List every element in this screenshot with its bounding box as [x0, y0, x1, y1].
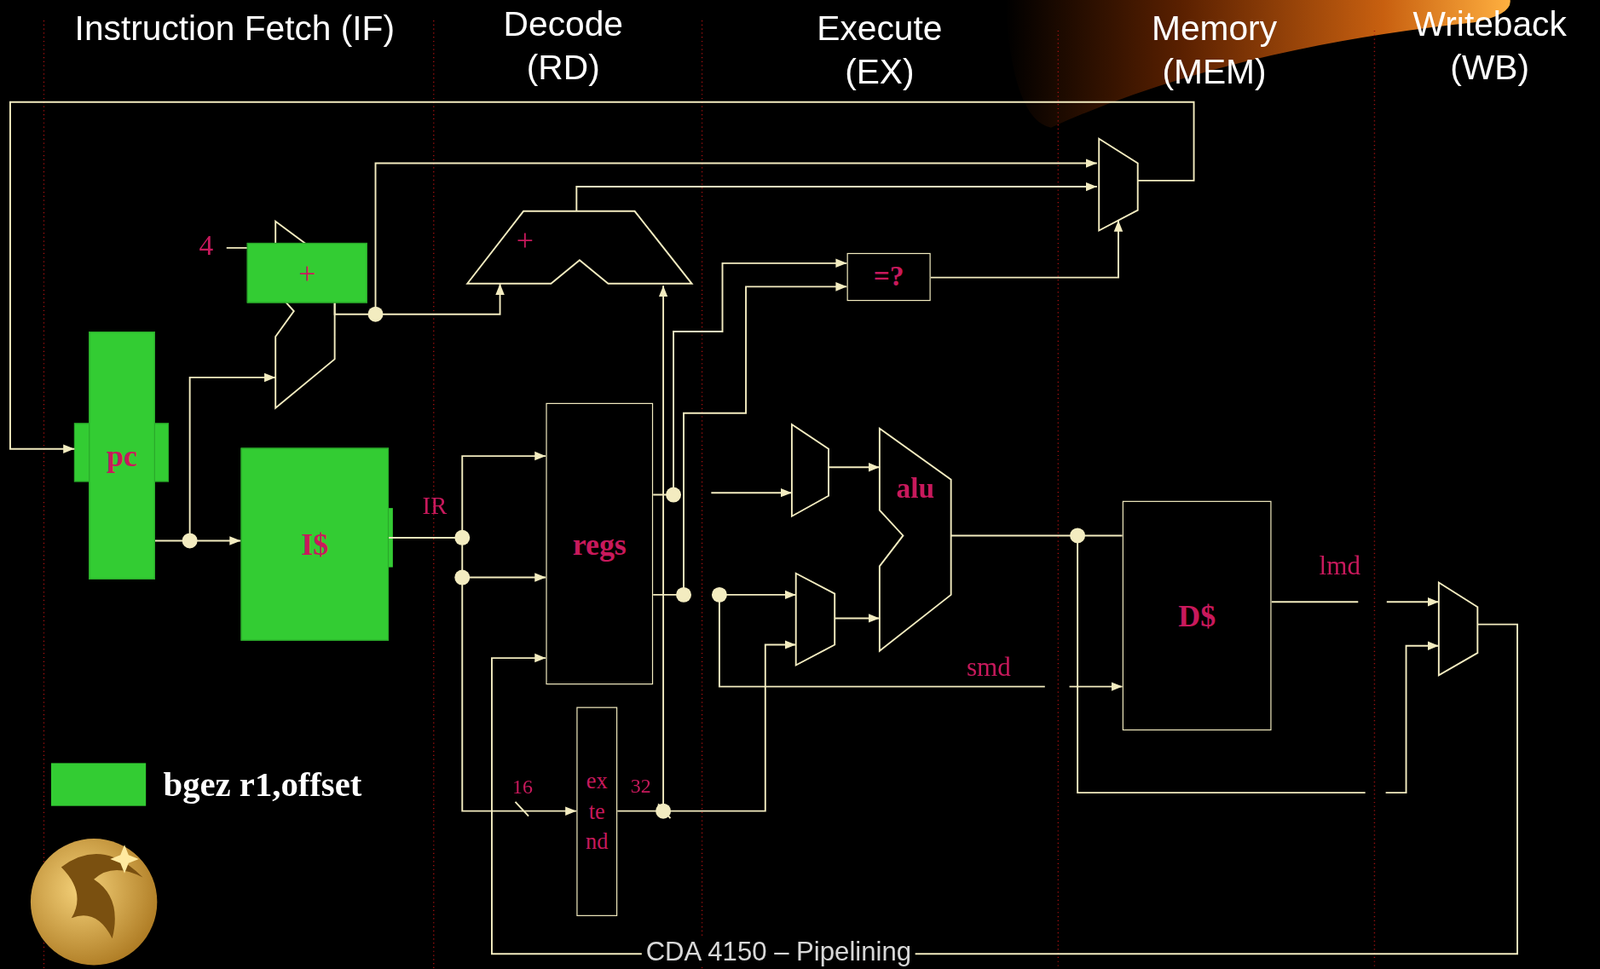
- wire: [1386, 600, 1439, 603]
- alu-shape-outline: [879, 428, 952, 652]
- mux: [1438, 583, 1478, 676]
- wire: [930, 220, 1119, 278]
- adder-shape-outline: [467, 211, 692, 284]
- wire: [462, 577, 546, 579]
- stage-title: Instruction Fetch (IF): [71, 5, 399, 50]
- node-label: +: [298, 255, 316, 290]
- stage-divider: [1374, 30, 1375, 969]
- junction-dot: [711, 587, 728, 603]
- instruction-cache: I$: [241, 448, 390, 642]
- node-label: extend: [585, 766, 608, 858]
- wire: [1386, 646, 1439, 793]
- adder-shape-outline: [467, 211, 692, 284]
- wire: [710, 491, 792, 494]
- wire: [828, 466, 880, 468]
- mux: [275, 138, 1478, 676]
- logo: [30, 838, 157, 965]
- signal-label: smd: [966, 653, 1011, 683]
- pc-register: pc: [88, 331, 156, 580]
- mux: [791, 424, 829, 517]
- node-label: =?: [873, 261, 905, 294]
- node-label: I$: [300, 527, 329, 562]
- stage-divider: [43, 20, 1375, 969]
- wire-connector: [652, 286, 847, 595]
- wire: [515, 802, 530, 817]
- junction-dot: [182, 306, 1086, 820]
- adder-shape: +: [467, 211, 692, 284]
- wire-connector: [652, 263, 847, 496]
- node-label: regs: [572, 526, 627, 561]
- signal-label: lmd: [1319, 551, 1361, 581]
- stage-divider: [43, 20, 45, 969]
- wire: [1271, 600, 1359, 603]
- wire: [10, 102, 1518, 955]
- logo: [30, 838, 157, 965]
- legend-entry: bgez r1,offset: [51, 762, 362, 806]
- signal-label: 32: [630, 774, 652, 798]
- signal-label: 16: [512, 775, 533, 798]
- wire: [576, 186, 1098, 212]
- node-label: D$: [1178, 599, 1216, 634]
- node-label: alu: [895, 473, 935, 505]
- mux: [796, 573, 835, 666]
- stage-divider: [1057, 30, 1059, 969]
- wire: [834, 617, 880, 619]
- sign-extend-box: extend: [576, 707, 618, 917]
- wire: [663, 645, 797, 812]
- adder-box: +: [247, 242, 368, 304]
- alu-shape: alu: [879, 428, 952, 652]
- footer-text: CDA 4150 – Pipelining: [641, 937, 916, 967]
- signal-label: IR: [422, 492, 448, 520]
- signal-label: 4: [198, 230, 214, 262]
- wire: [375, 163, 1098, 315]
- compare-box: =?: [847, 253, 931, 301]
- logo: [61, 854, 144, 939]
- wire-connector: [155, 539, 242, 542]
- legend-swatch: [51, 762, 146, 806]
- stage-title: Decode (RD): [486, 1, 641, 89]
- alu-shape-outline: [879, 428, 952, 652]
- node-label: pc: [106, 438, 138, 474]
- node-label: +: [516, 223, 534, 258]
- data-cache: D$: [1122, 501, 1272, 731]
- stage-title: Writeback (WB): [1387, 1, 1592, 89]
- wire: [1069, 686, 1123, 688]
- stage-title: Execute (EX): [797, 5, 962, 93]
- register-file: regs: [545, 403, 653, 685]
- stage-title: Memory (MEM): [1125, 5, 1304, 93]
- wire-connector: [388, 456, 546, 538]
- legend-text: bgez r1,offset: [163, 765, 363, 804]
- logo: [109, 844, 139, 874]
- junction-dot: [655, 803, 671, 820]
- wire: [10, 102, 1195, 450]
- wire-connector: [951, 534, 1123, 537]
- mux: [1098, 138, 1138, 232]
